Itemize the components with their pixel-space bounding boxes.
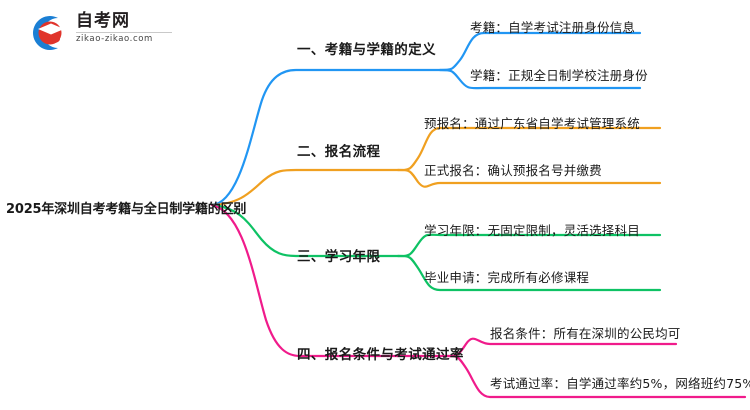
site-logo[interactable]: 自考网 zikao-zikao.com — [28, 10, 178, 56]
mindmap-leaf-3-1[interactable]: 学习年限：无固定限制，灵活选择科目 — [424, 223, 640, 238]
mindmap-leaf-2-1[interactable]: 预报名：通过广东省自学考试管理系统 — [424, 116, 640, 131]
logo-name-cn: 自考网 — [76, 11, 130, 31]
mindmap-branch-1-label[interactable]: 一、考籍与学籍的定义 — [297, 42, 436, 58]
graduation-cap-logo-icon — [28, 12, 70, 54]
mindmap-leaf-1-2[interactable]: 学籍：正规全日制学校注册身份 — [470, 68, 648, 83]
mindmap-leaf-4-2[interactable]: 考试通过率：自学通过率约5%，网络班约75%-85% — [490, 376, 750, 391]
connector-root-branch-3 — [210, 203, 400, 258]
connector-branch-4-split-2 — [444, 354, 747, 399]
logo-name-en: zikao-zikao.com — [76, 34, 153, 44]
mindmap-leaf-3-2[interactable]: 毕业申请：完成所有必修课程 — [424, 270, 590, 285]
connector-branch-1-split-2 — [438, 68, 642, 90]
mindmap-leaf-4-1[interactable]: 报名条件：所有在深圳的公民均可 — [490, 326, 681, 341]
connector-branch-2-split-2 — [396, 168, 662, 188]
logo-wordmark: 自考网 zikao-zikao.com — [76, 11, 176, 44]
connector-branch-3-split-2 — [396, 254, 662, 292]
connector-root-branch-4 — [210, 203, 448, 358]
mindmap-root-node[interactable]: 2025年深圳自考考籍与全日制学籍的区别 — [6, 202, 247, 217]
mindmap-leaf-2-2[interactable]: 正式报名：确认预报名号并缴费 — [424, 163, 602, 178]
connector-root-branch-1 — [210, 68, 442, 207]
mindmap-branch-3-label[interactable]: 三、学习年限 — [297, 249, 381, 265]
mindmap-branch-2-label[interactable]: 二、报名流程 — [297, 144, 381, 160]
mindmap-branch-4-label[interactable]: 四、报名条件与考试通过率 — [297, 347, 464, 363]
logo-divider — [76, 32, 172, 33]
mindmap-leaf-1-1[interactable]: 考籍：自学考试注册身份信息 — [470, 20, 636, 35]
connector-root-branch-2 — [210, 168, 400, 207]
